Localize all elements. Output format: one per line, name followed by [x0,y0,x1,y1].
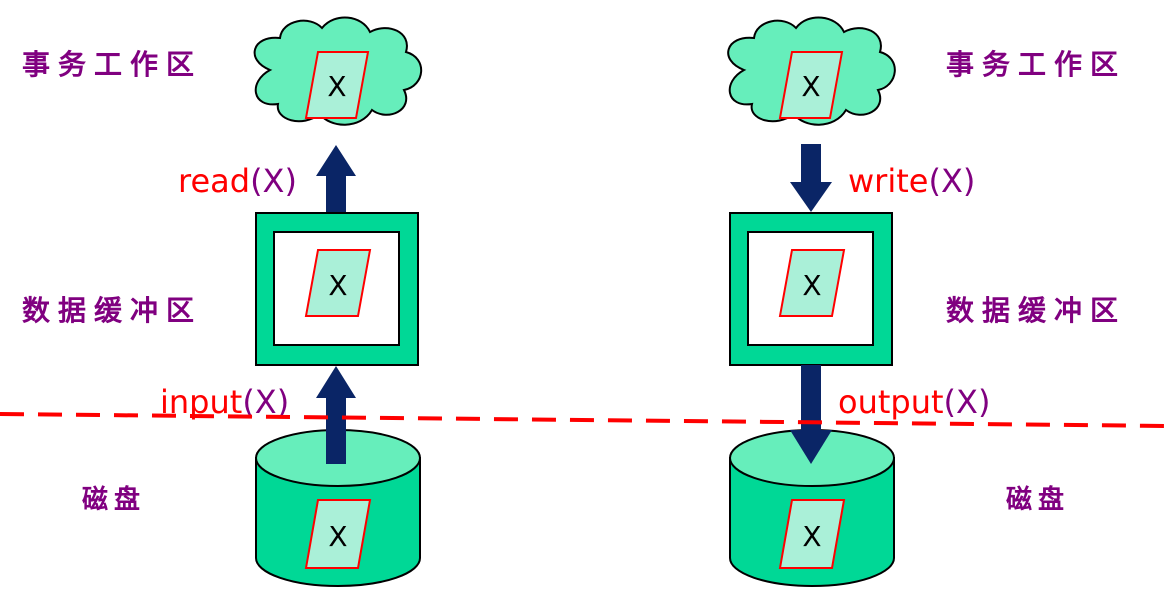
right-output-op: output(X) [838,383,990,421]
memory-disk-boundary-line [0,412,1170,428]
left-buffer-item-label: X [328,269,347,302]
left-workspace-item: X [304,51,370,119]
right-workspace-item: X [778,51,844,119]
left-read-op: read(X) [178,162,297,200]
left-disk-item-label: X [328,520,347,553]
left-buffer-item: X [304,249,372,317]
right-write-op-arg: (X) [928,162,975,200]
right-output-arrow [790,365,832,464]
right-write-arrow [790,144,832,212]
left-input-arrow [316,366,356,464]
left-disk-label: 磁盘 [82,484,146,515]
left-read-op-name: read [178,162,250,200]
left-workspace-item-label: X [327,70,346,103]
left-read-arrow [316,145,356,214]
left-buffer-label: 数据缓冲区 [22,294,202,327]
right-buffer-label: 数据缓冲区 [946,294,1126,327]
right-output-op-name: output [838,383,944,421]
right-write-op: write(X) [848,162,975,200]
right-workspace-label: 事务工作区 [946,48,1126,81]
right-disk-item-label: X [802,520,821,553]
left-disk-item: X [304,499,372,569]
left-read-op-arg: (X) [250,162,297,200]
right-write-op-name: write [848,162,928,200]
right-output-op-arg: (X) [944,383,991,421]
right-disk-item: X [778,499,846,569]
left-workspace-label: 事务工作区 [22,48,202,81]
right-buffer-item: X [778,249,846,317]
right-buffer-item-label: X [802,269,821,302]
right-disk-label: 磁盘 [1006,484,1070,515]
right-workspace-item-label: X [801,70,820,103]
